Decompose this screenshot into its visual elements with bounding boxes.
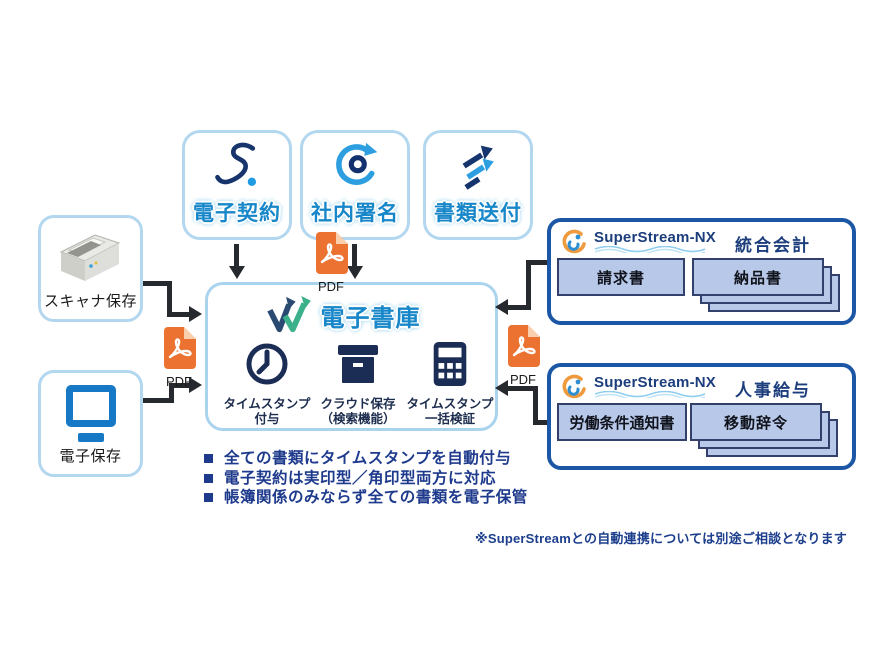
app-box-internal-signature: 社内署名 (300, 130, 410, 240)
bullet-square-icon (204, 473, 213, 483)
wave-underline (594, 246, 706, 253)
brand-name: SuperStream-NX (594, 229, 717, 246)
feature-label: クラウド保存 （検索機能） (320, 397, 396, 426)
doc-card-delivery-note-stack: 納品書 (692, 258, 840, 312)
arrow-accounting-to-library (526, 260, 547, 265)
app-box-e-contract: 電子契約 (182, 130, 292, 240)
calculator-icon (433, 341, 467, 387)
arrowhead (495, 380, 508, 396)
brand-name: SuperStream-NX (594, 374, 717, 391)
arrow-scanner-to-library (167, 281, 172, 317)
pdf-badge-right: PDF (506, 325, 540, 387)
doc-card-transfer-order-stack: 移動辞令 (690, 403, 838, 457)
arrow-electronic-to-library (169, 383, 190, 388)
brand-block: SuperStream-NX (594, 374, 716, 398)
arrowhead (347, 266, 363, 279)
arrowhead (189, 306, 202, 322)
pdf-badge-top: PDF (314, 232, 348, 294)
system-box-hr-payroll: SuperStream-NX 人事給与 労働条件通知書 移動辞令 (547, 363, 856, 470)
feature-label: タイムスタンプ 付与 (223, 397, 311, 426)
arrowhead (189, 377, 202, 393)
doc-card-invoice: 請求書 (557, 258, 685, 296)
monitor-icon (65, 385, 116, 442)
pdf-badge-left: PDF (162, 327, 196, 389)
module-name: 統合会計 (735, 236, 812, 255)
w-check-logo-icon (266, 295, 311, 333)
send-bolt-icon (462, 145, 494, 190)
bullet-item: 全ての書類にタイムスタンプを自動付与 (204, 449, 528, 469)
pdf-file-icon (508, 325, 540, 367)
app-label: 電子契約 (193, 202, 281, 225)
bullet-list: 全ての書類にタイムスタンプを自動付与 電子契約は実印型／角印型両方に対応 帳簿関… (204, 449, 528, 508)
circular-sign-icon (336, 142, 378, 185)
source-box-electronic-save: 電子保存 (38, 370, 143, 477)
library-title: 電子書庫 (320, 304, 421, 332)
arrow-hr-to-library (533, 420, 547, 425)
footnote: ※SuperStreamとの自動連携については別途ご相談となります (475, 531, 847, 546)
arrow-scanner-to-library (167, 312, 190, 317)
clock-icon (246, 343, 288, 385)
arrow-e-contract-to-library (234, 244, 239, 267)
signature-s-icon (215, 142, 257, 187)
app-box-document-delivery: 書類送付 (423, 130, 533, 240)
feature-timestamp-verify: タイムスタンプ 一括検証 (404, 341, 496, 427)
bullet-square-icon (204, 454, 213, 463)
pdf-label: PDF (166, 374, 192, 389)
arrow-electronic-to-library (169, 383, 174, 403)
arrow-accounting-to-library (526, 260, 531, 310)
arrow-electronic-to-library (143, 398, 174, 403)
system-header: SuperStream-NX 統合会計 (561, 229, 811, 256)
source-label: 電子保存 (59, 448, 122, 465)
arrow-hr-to-library (508, 386, 538, 391)
doc-card-delivery-note: 納品書 (692, 258, 824, 296)
doc-card-labor-conditions: 労働条件通知書 (557, 403, 687, 441)
bullet-square-icon (204, 493, 213, 502)
module-name: 人事給与 (735, 381, 812, 400)
pdf-label: PDF (318, 279, 344, 294)
archive-box-icon (338, 345, 378, 383)
library-box: 電子書庫 タイムスタンプ 付与 クラウド保存 （検索機能） (205, 282, 498, 431)
superstream-logo-icon (562, 374, 586, 399)
source-box-scanner-save: スキャナ保存 (38, 215, 143, 322)
app-label: 社内署名 (311, 202, 399, 225)
scanner-image (59, 234, 120, 281)
arrowhead (229, 266, 245, 279)
system-box-accounting: SuperStream-NX 統合会計 請求書 納品書 (547, 218, 856, 325)
superstream-logo-icon (562, 229, 586, 254)
arrow-accounting-to-library (508, 305, 531, 310)
arrowhead (495, 299, 508, 315)
brand-block: SuperStream-NX (594, 229, 716, 253)
arrow-signature-to-library (352, 244, 357, 267)
bullet-item: 帳簿関係のみならず全ての書類を電子保管 (204, 488, 528, 508)
pdf-file-icon (164, 327, 196, 369)
feature-cloud-storage: クラウド保存 （検索機能） (312, 341, 404, 427)
bullet-item: 電子契約は実印型／角印型両方に対応 (204, 469, 528, 489)
feature-timestamp-grant: タイムスタンプ 付与 (221, 341, 313, 427)
arrow-scanner-to-library (143, 281, 172, 286)
app-label: 書類送付 (434, 202, 522, 225)
arrow-hr-to-library (533, 386, 538, 425)
system-header: SuperStream-NX 人事給与 (561, 374, 811, 401)
doc-card-transfer-order: 移動辞令 (690, 403, 822, 441)
library-header: 電子書庫 (208, 295, 475, 335)
feature-label: タイムスタンプ 一括検証 (406, 397, 494, 426)
pdf-file-icon (316, 232, 348, 274)
wave-underline (594, 391, 706, 398)
source-label: スキャナ保存 (43, 293, 137, 310)
pdf-label: PDF (510, 372, 536, 387)
